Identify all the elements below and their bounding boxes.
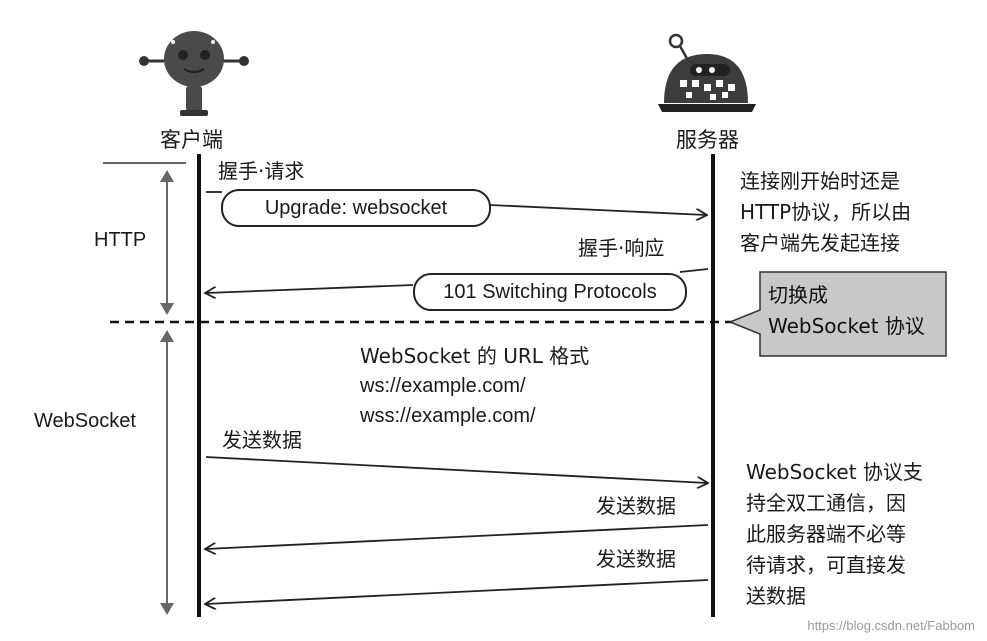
handshake-request-arrow bbox=[206, 191, 706, 215]
callout-line-1: 切换成 bbox=[768, 283, 828, 307]
send-data-arrow-1 bbox=[205, 456, 707, 483]
duplex-note-line-5: 送数据 bbox=[746, 584, 806, 608]
robot-server-icon bbox=[658, 33, 756, 112]
http-note-line-3: 客户端先发起连接 bbox=[740, 231, 900, 255]
wss-url: wss://example.com/ bbox=[360, 405, 536, 427]
server-label: 服务器 bbox=[676, 128, 739, 152]
handshake-request-label: 握手·请求 bbox=[218, 159, 305, 183]
url-format-title: WebSocket 的 URL 格式 bbox=[360, 344, 590, 368]
callout-shape bbox=[727, 271, 947, 357]
switching-protocols-pill: 101 Switching Protocols bbox=[413, 273, 687, 311]
http-note-line-1: 连接刚开始时还是 bbox=[740, 169, 900, 193]
robot-client-icon bbox=[139, 31, 249, 116]
upgrade-header-pill: Upgrade: websocket bbox=[221, 189, 491, 227]
http-note-line-2: HTTP协议，所以由 bbox=[740, 200, 912, 224]
send-data-arrow-3 bbox=[206, 579, 709, 604]
watermark: https://blog.csdn.net/Fabbom bbox=[807, 618, 975, 633]
duplex-note-line-4: 待请求，可直接发 bbox=[746, 553, 906, 577]
duplex-note-line-3: 此服务器端不必等 bbox=[746, 522, 906, 546]
client-label: 客户端 bbox=[160, 128, 223, 152]
send-data-label-2: 发送数据 bbox=[596, 494, 676, 518]
http-phase-bracket bbox=[160, 170, 174, 315]
duplex-note: WebSocket 协议支 持全双工通信，因 此服务器端不必等 待请求，可直接发… bbox=[746, 457, 923, 612]
duplex-note-line-2: 持全双工通信，因 bbox=[746, 491, 906, 515]
send-data-label-3: 发送数据 bbox=[596, 547, 676, 571]
url-format-note: WebSocket 的 URL 格式 ws://example.com/ wss… bbox=[360, 341, 589, 431]
callout-line-2: WebSocket 协议 bbox=[768, 314, 925, 338]
websocket-phase-label: WebSocket bbox=[34, 410, 136, 432]
duplex-note-line-1: WebSocket 协议支 bbox=[746, 460, 923, 484]
ws-url: ws://example.com/ bbox=[360, 375, 526, 397]
send-data-arrow-2 bbox=[206, 524, 709, 549]
http-note: 连接刚开始时还是 HTTP协议，所以由 客户端先发起连接 bbox=[740, 166, 911, 259]
handshake-response-label: 握手·响应 bbox=[578, 236, 665, 260]
send-data-label-1: 发送数据 bbox=[222, 428, 302, 452]
callout-text: 切换成 WebSocket 协议 bbox=[768, 280, 948, 342]
http-phase-label: HTTP bbox=[94, 229, 147, 251]
handshake-response-arrow bbox=[206, 268, 709, 293]
websocket-phase-bracket bbox=[160, 330, 174, 615]
